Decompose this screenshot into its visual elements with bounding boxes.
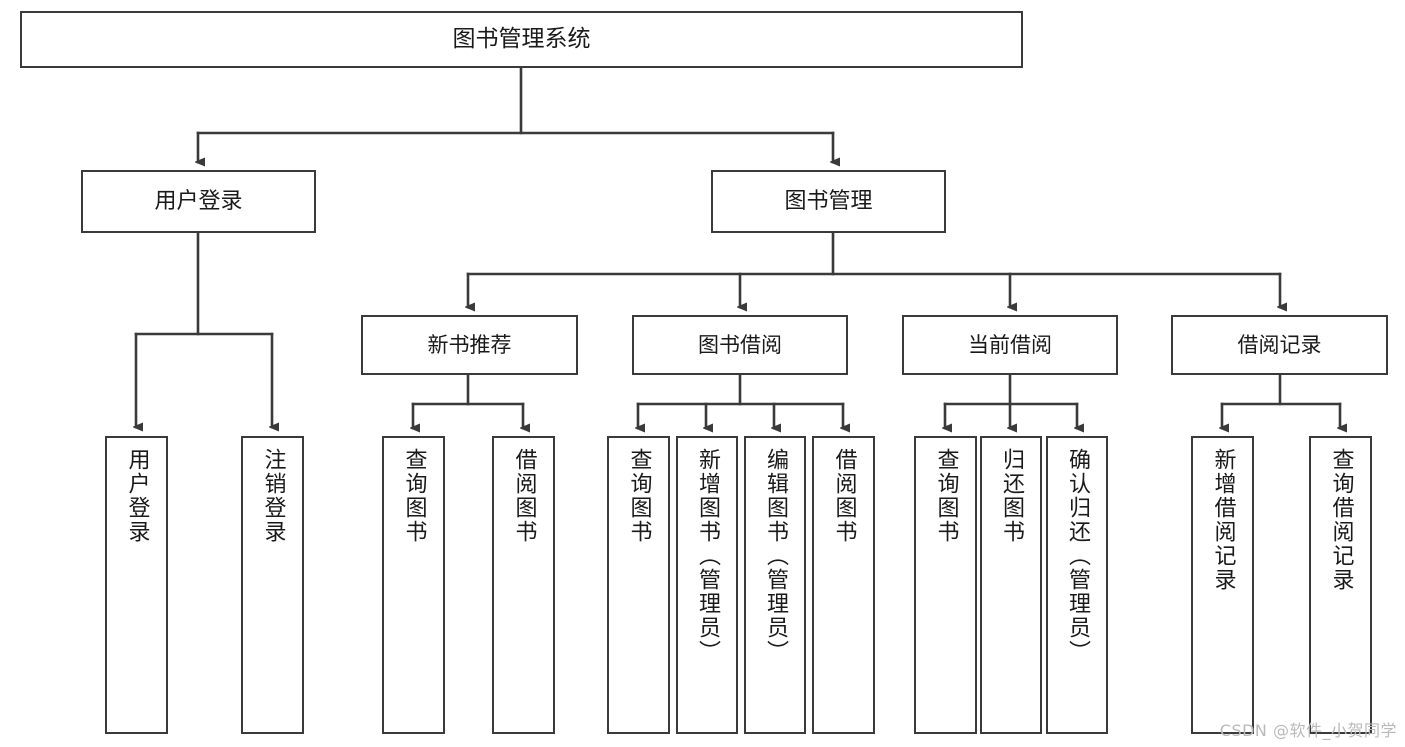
node-leaf-borrow-book-1-label: 借阅图书 [511,448,537,544]
node-leaf-query-book-3-label: 查询图书 [933,448,959,544]
node-leaf-user-login-label: 用户登录 [124,448,150,544]
watermark: CSDN @软件_小贺同学 [1219,721,1397,740]
node-new-book-recommend-label: 新书推荐 [427,332,512,357]
node-book-management-label: 图书管理 [784,188,873,214]
node-leaf-add-borrow-record[interactable]: 新增借阅记录 [1191,436,1254,734]
node-root[interactable]: 图书管理系统 [20,11,1023,68]
node-leaf-return-book[interactable]: 归还图书 [980,436,1042,734]
node-leaf-confirm-return-admin-label: 确认归还（管理员） [1065,448,1090,664]
node-current-borrow-label: 当前借阅 [968,332,1052,357]
node-leaf-logout-login-label: 注销登录 [260,448,286,544]
node-current-borrow[interactable]: 当前借阅 [902,315,1118,375]
node-leaf-add-borrow-record-label: 新增借阅记录 [1210,448,1236,592]
node-leaf-edit-book-admin[interactable]: 编辑图书（管理员） [744,436,806,734]
node-root-label: 图书管理系统 [452,25,591,52]
node-leaf-borrow-book-2[interactable]: 借阅图书 [812,436,875,734]
node-leaf-edit-book-admin-label: 编辑图书（管理员） [763,448,788,664]
node-leaf-query-borrow-record[interactable]: 查询借阅记录 [1309,436,1372,734]
node-book-borrow[interactable]: 图书借阅 [632,315,848,375]
node-leaf-return-book-label: 归还图书 [999,448,1024,544]
node-leaf-query-book-2-label: 查询图书 [626,448,652,544]
node-leaf-borrow-book-1[interactable]: 借阅图书 [492,436,555,734]
node-book-management[interactable]: 图书管理 [711,170,946,233]
node-leaf-query-book-1[interactable]: 查询图书 [382,436,445,734]
node-user-login-label: 用户登录 [154,188,243,214]
node-new-book-recommend[interactable]: 新书推荐 [361,315,578,375]
node-leaf-query-borrow-record-label: 查询借阅记录 [1328,448,1354,592]
node-leaf-add-book-admin[interactable]: 新增图书（管理员） [676,436,738,734]
node-borrow-record-label: 借阅记录 [1237,332,1322,357]
node-leaf-query-book-2[interactable]: 查询图书 [607,436,670,734]
node-leaf-borrow-book-2-label: 借阅图书 [831,448,857,544]
node-leaf-user-login[interactable]: 用户登录 [105,436,168,734]
node-borrow-record[interactable]: 借阅记录 [1171,315,1388,375]
node-leaf-query-book-3[interactable]: 查询图书 [914,436,977,734]
node-book-borrow-label: 图书借阅 [698,332,782,357]
node-leaf-query-book-1-label: 查询图书 [401,448,427,544]
node-leaf-add-book-admin-label: 新增图书（管理员） [695,448,720,664]
node-leaf-confirm-return-admin[interactable]: 确认归还（管理员） [1046,436,1108,734]
node-user-login[interactable]: 用户登录 [81,170,316,233]
node-leaf-logout-login[interactable]: 注销登录 [241,436,304,734]
